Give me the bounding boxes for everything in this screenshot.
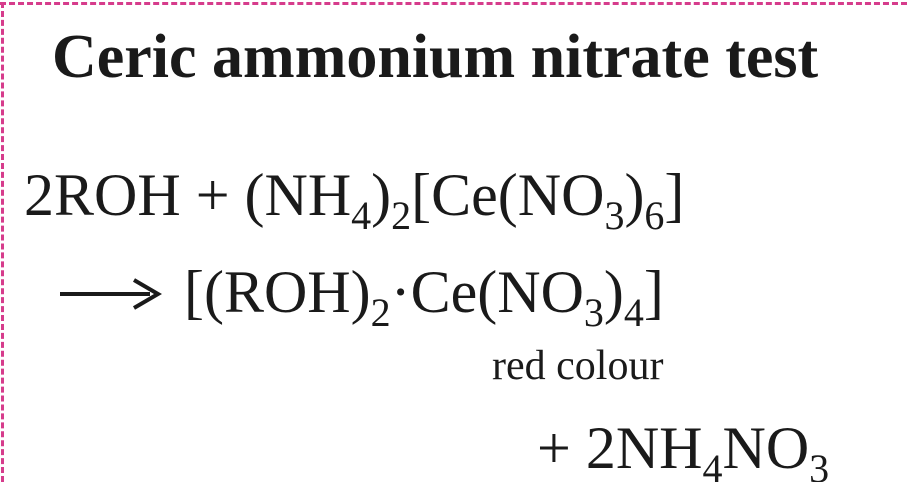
formula-subscript: 3 [583, 290, 604, 335]
page-title: Ceric ammonium nitrate test [52, 23, 819, 91]
dashed-border-left [1, 2, 4, 482]
formula-text: [(ROH) [184, 259, 371, 325]
formula-text: NO [722, 415, 810, 481]
equation-byproduct: + 2NH4NO3 [537, 415, 829, 482]
formula-subscript: 3 [604, 193, 625, 238]
formula-text: 2ROH [24, 162, 181, 228]
formula-text: ) [624, 162, 645, 228]
formula-text: ) [371, 162, 392, 228]
formula-subscript: 2 [391, 193, 412, 238]
equation-reactants: 2ROH + (NH4)2[Ce(NO3)6] [24, 162, 685, 236]
formula-subscript: 4 [623, 290, 644, 335]
formula-subscript: 2 [370, 290, 391, 335]
equation-product-line: [(ROH)2·Ce(NO3)4] [58, 259, 664, 333]
formula-subscript: 3 [809, 446, 830, 482]
formula-text: + 2NH [537, 415, 703, 481]
formula-text: [Ce(NO [411, 162, 605, 228]
right-arrow-icon [58, 274, 162, 314]
formula-subscript: 4 [351, 193, 372, 238]
equation-product: [(ROH)2·Ce(NO3)4] [184, 259, 664, 333]
formula-subscript: 6 [644, 193, 665, 238]
formula-text: ·Ce(NO [390, 259, 584, 325]
product-colour-note: red colour [492, 343, 664, 389]
formula-subscript: 4 [702, 446, 723, 482]
dashed-border-top [0, 2, 907, 5]
formula-text: ) [603, 259, 624, 325]
formula-text: ] [664, 162, 685, 228]
formula-text: + (NH [180, 162, 352, 228]
formula-text: ] [643, 259, 664, 325]
